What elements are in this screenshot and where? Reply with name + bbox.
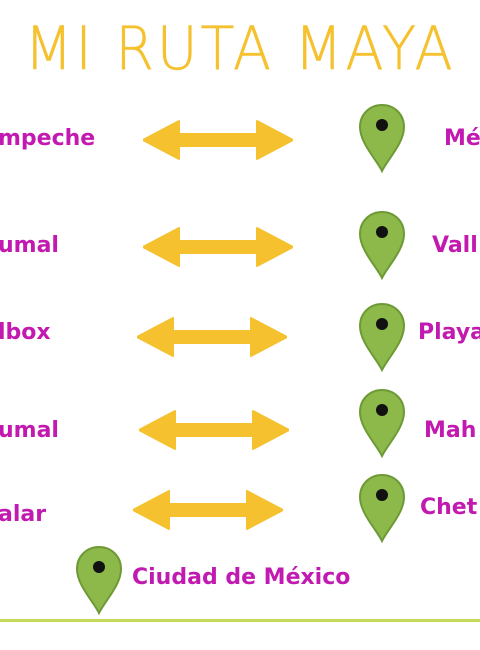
map-pin-icon — [357, 388, 407, 458]
map-pin-icon — [357, 473, 407, 543]
double-headed-arrow-icon — [133, 487, 283, 533]
map-pin-icon — [74, 545, 124, 615]
left-city-3: lbox — [0, 320, 51, 345]
map-pin-icon — [357, 302, 407, 372]
map-pin-icon — [357, 103, 407, 173]
right-city-2: Vall — [432, 233, 478, 258]
right-city-5: Chet — [420, 495, 478, 520]
right-city-3: Playa — [418, 320, 480, 345]
double-headed-arrow-icon — [137, 314, 287, 360]
left-city-1: mpeche — [0, 126, 96, 151]
double-headed-arrow-icon — [143, 117, 293, 163]
left-city-4: umal — [0, 418, 59, 443]
right-city-4: Mah — [424, 418, 477, 443]
double-headed-arrow-icon — [139, 407, 289, 453]
left-city-5: alar — [0, 502, 47, 527]
page-title: MI RUTA MAYA — [24, 14, 456, 85]
right-city-1: Mé — [444, 126, 480, 151]
final-stop-city: Ciudad de México — [132, 565, 351, 590]
left-city-2: umal — [0, 233, 59, 258]
divider-line — [0, 619, 480, 622]
map-pin-icon — [357, 210, 407, 280]
double-headed-arrow-icon — [143, 224, 293, 270]
